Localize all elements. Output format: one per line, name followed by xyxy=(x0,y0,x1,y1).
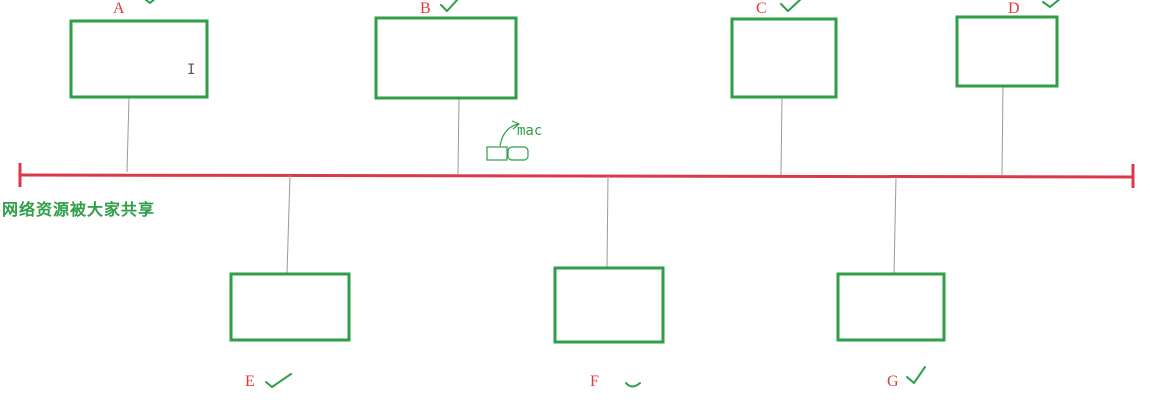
text-cursor-icon: I xyxy=(187,62,196,78)
host-box-g xyxy=(836,272,946,342)
host-label-c: C xyxy=(756,0,767,17)
host-label-a: A xyxy=(113,0,125,17)
network-caption: 网络资源被大家共享 xyxy=(2,200,156,219)
host-box-f xyxy=(553,266,665,344)
drop-line-e xyxy=(286,174,291,275)
drop-lines xyxy=(126,85,1004,275)
drop-line-g xyxy=(893,176,897,275)
mac-arrow-head-icon xyxy=(511,120,521,130)
host-label-e: E xyxy=(245,373,255,390)
packet-icon-left xyxy=(486,146,508,161)
checkmark-icon-a xyxy=(145,0,156,4)
host-label-f: F xyxy=(590,373,599,390)
checkmark-icon-e xyxy=(265,373,292,388)
checkmark-icon-c xyxy=(780,0,802,12)
host-label-b: B xyxy=(420,0,431,17)
mac-packet xyxy=(486,120,529,161)
checkmark-icon-b xyxy=(440,0,459,12)
drop-line-f xyxy=(606,175,609,269)
drop-line-d xyxy=(1001,85,1004,176)
host-boxes xyxy=(69,15,1059,344)
shared-bus-line xyxy=(19,173,1134,179)
drop-line-b xyxy=(457,97,460,175)
host-box-e xyxy=(229,272,351,342)
host-box-c xyxy=(730,17,838,99)
checkmark-icon-f xyxy=(625,382,641,388)
mac-arrow-icon xyxy=(499,123,519,147)
checkmark-icon-d xyxy=(1042,0,1061,8)
drop-line-c xyxy=(780,96,783,176)
host-label-d: D xyxy=(1008,0,1020,17)
host-box-d xyxy=(955,15,1059,88)
host-box-a xyxy=(69,19,209,99)
host-box-b xyxy=(374,16,518,100)
checkmark-icon-g xyxy=(906,366,926,384)
packet-icon-right xyxy=(507,146,529,161)
drop-line-a xyxy=(126,96,130,173)
mac-label: mac xyxy=(517,123,543,139)
host-label-g: G xyxy=(887,373,899,390)
checkmarks xyxy=(145,0,1061,388)
